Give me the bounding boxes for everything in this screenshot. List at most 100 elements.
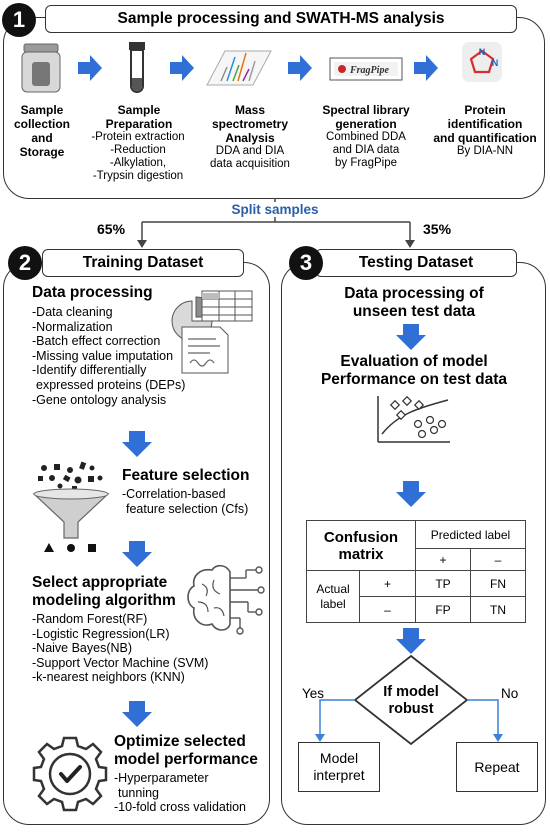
- decision-label: If model robust: [370, 684, 452, 718]
- list-item: -Identify differentially: [32, 363, 147, 378]
- step2-title-line: Preparation: [105, 117, 173, 131]
- list-item: -10-fold cross validation: [114, 800, 247, 815]
- split-samples-label: Split samples: [216, 202, 334, 217]
- test-processing-line: unseen test data: [352, 303, 476, 320]
- cm-title-line: Confusion: [323, 528, 399, 546]
- list-item: tunning: [118, 785, 160, 800]
- step2-sub-line: -Trypsin digestion: [92, 170, 184, 182]
- panel1-number: 1: [12, 7, 26, 32]
- step3-sub-line: data acquisition: [210, 158, 290, 170]
- step5-sub: By DIA-NN: [440, 145, 530, 158]
- step3-title: Mass spectrometry Analysis: [200, 103, 300, 145]
- funnel-icon: [32, 461, 110, 552]
- down-arrow-1: [122, 431, 152, 457]
- test-processing-line: Data processing of: [344, 285, 484, 302]
- list-item: -Hyperparameter: [114, 771, 209, 785]
- diann-logo-icon: N N: [462, 42, 502, 82]
- actual-label-line: Actual: [316, 581, 350, 596]
- yes-label: Yes: [302, 686, 325, 701]
- scatter-classifier-icon: [377, 395, 450, 443]
- data-report-icon: [171, 290, 253, 374]
- step4-sub: Combined DDA and DIA data by FragPipe: [316, 131, 416, 170]
- cell-fn: FN: [470, 570, 526, 597]
- down-arrow-2: [122, 541, 152, 567]
- step-arrow-4: [414, 55, 438, 81]
- down-arrow-5: [396, 481, 426, 507]
- feature-selection-list: -Correlation-based feature selection (Cf…: [122, 487, 248, 516]
- modeling-heading-line: modeling algorithm: [32, 592, 176, 609]
- step3-sub: DDA and DIA data acquisition: [198, 145, 302, 171]
- confusion-matrix-title: Confusion matrix: [306, 520, 416, 571]
- down-arrow-4: [396, 324, 426, 350]
- step4-title: Spectral library generation: [312, 103, 420, 131]
- step3-sub-line: DDA and DIA: [215, 145, 285, 157]
- panel1-title: Sample processing and SWATH-MS analysis: [45, 5, 517, 33]
- data-processing-list: -Data cleaning -Normalization -Batch eff…: [32, 305, 185, 407]
- step5-title: Protein identification and quantificatio…: [428, 103, 542, 145]
- list-item: -Support Vector Machine (SVM): [32, 655, 209, 670]
- evaluation-line: Performance on test data: [320, 371, 508, 388]
- step-arrow-1: [78, 55, 102, 81]
- step1-title: Sample collection and Storage: [8, 103, 76, 159]
- step1-title-line: collection: [13, 117, 70, 131]
- confusion-matrix: Confusion matrix Predicted label + – Act…: [306, 520, 526, 623]
- evaluation-heading: Evaluation of model Performance on test …: [296, 353, 532, 389]
- decision-line: If model: [383, 684, 439, 700]
- step2-sub-line: -Alkylation,: [109, 157, 167, 169]
- panel3-number-badge: 3: [289, 246, 323, 280]
- optimize-list: -Hyperparameter tunning -10-fold cross v…: [114, 771, 246, 815]
- step-arrow-3: [288, 55, 312, 81]
- step2-title: Sample Preparation: [96, 103, 182, 131]
- actual-label-header: Actual label: [306, 570, 360, 623]
- model-interpret-box: Model interpret: [298, 742, 380, 792]
- step4-title-line: Spectral library: [322, 103, 410, 117]
- step4-title-line: generation: [335, 117, 397, 131]
- sample-jar-icon: [21, 43, 61, 93]
- cell-fp: FP: [415, 596, 471, 623]
- actual-minus: –: [359, 596, 416, 623]
- fragpipe-logo-text: FragPipe: [349, 65, 389, 76]
- step2-title-line: Sample: [117, 103, 161, 117]
- list-item: feature selection (Cfs): [126, 501, 249, 516]
- panel-sample-processing: [3, 17, 545, 199]
- step1-title-line: and: [31, 131, 53, 145]
- step3-title-line: Mass: [234, 103, 266, 117]
- step1-title-line: Sample: [20, 103, 64, 117]
- step5-title-line: and quantification: [433, 131, 537, 145]
- panel3-title: Testing Dataset: [315, 249, 517, 277]
- data-processing-heading: Data processing: [32, 284, 153, 301]
- modeling-heading-line: Select appropriate: [32, 574, 168, 591]
- step3-title-line: Analysis: [225, 131, 275, 145]
- panel3-number: 3: [299, 250, 313, 275]
- mass-spectrum-icon: [206, 50, 272, 86]
- list-item: -Logistic Regression(LR): [32, 626, 170, 641]
- optimize-heading-line: model performance: [114, 751, 258, 768]
- list-item: expressed proteins (DEPs): [36, 377, 186, 392]
- step2-sub-line: -Protein extraction: [91, 131, 185, 143]
- step1-title-line: Storage: [19, 145, 65, 159]
- list-item: -Data cleaning: [32, 305, 113, 319]
- model-interpret-line: Model: [319, 750, 359, 766]
- modeling-heading: Select appropriate modeling algorithm: [32, 574, 176, 610]
- list-item: -Naive Bayes(NB): [32, 641, 133, 656]
- optimize-heading-line: Optimize selected: [114, 733, 246, 750]
- repeat-box: Repeat: [456, 742, 538, 792]
- feature-selection-heading: Feature selection: [122, 467, 250, 484]
- fragpipe-logo: FragPipe: [329, 57, 403, 81]
- test-tube-icon: [129, 42, 145, 93]
- step2-sub: -Protein extraction -Reduction -Alkylati…: [88, 131, 188, 183]
- step-arrow-2: [170, 55, 194, 81]
- test-data-processing: Data processing of unseen test data: [300, 285, 528, 321]
- split-right-percent: 35%: [423, 221, 452, 237]
- decision-line: robust: [388, 701, 434, 717]
- modeling-list: -Random Forest(RF) -Logistic Regression(…: [32, 612, 208, 685]
- predicted-label-header: Predicted label: [415, 520, 526, 549]
- panel2-number: 2: [18, 250, 32, 275]
- down-arrow-6: [396, 628, 426, 654]
- panel2-title: Training Dataset: [42, 249, 244, 277]
- actual-label-line: label: [320, 596, 346, 611]
- gear-check-icon: [32, 736, 108, 812]
- step5-title-line: identification: [447, 117, 523, 131]
- split-left-percent: 65%: [97, 221, 126, 237]
